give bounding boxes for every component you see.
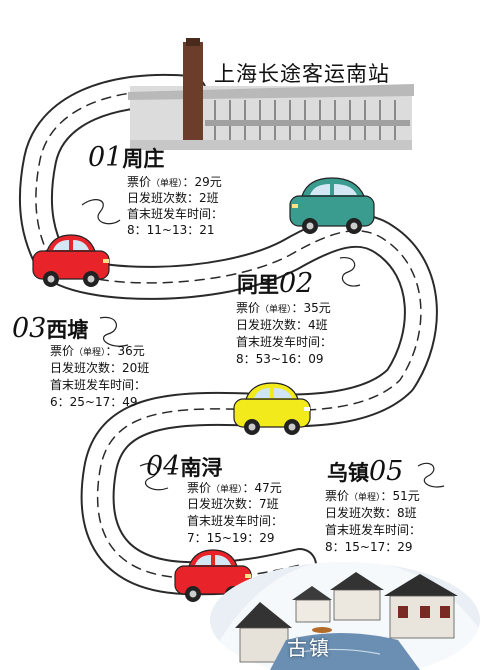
stop-3-time: 6：25~17：49 xyxy=(50,395,138,409)
squiggle-4 xyxy=(139,463,169,491)
stop-4-daily: 7班 xyxy=(259,497,279,511)
stop-5-heading: 乌镇05 xyxy=(327,456,403,487)
stop-3-daily: 20班 xyxy=(122,361,150,375)
stop-4-name: 南浔 xyxy=(180,456,223,480)
stop-1-daily-label: 日发班次数： xyxy=(127,191,200,205)
stop-4-fare-row: 票价（单程）：47元 xyxy=(187,481,282,498)
stop-1-fare-label: 票价 xyxy=(127,175,152,189)
page-title: 上海长途客运南站 xyxy=(214,62,390,86)
stop-2-number: 02 xyxy=(279,268,314,299)
stop-4-fare-note: （单程） xyxy=(211,485,243,495)
stop-5-number: 05 xyxy=(369,456,404,487)
stop-5-fare-row: 票价（单程）：51元 xyxy=(325,489,420,506)
stop-4-daily-label: 日发班次数： xyxy=(187,497,260,511)
stop-4-time-label: 首末班发车时间： xyxy=(187,514,284,528)
road-center-line xyxy=(35,90,422,580)
stop-5-name: 乌镇 xyxy=(327,461,369,485)
stop-1-time-label: 首末班发车时间： xyxy=(127,207,224,221)
stop-2-daily: 4班 xyxy=(308,318,328,332)
stop-2-daily-row: 日发班次数：4班 xyxy=(236,318,328,333)
stop-4-fare: ：47元 xyxy=(242,481,282,495)
stop-2-fare-row: 票价（单程）：35元 xyxy=(236,301,331,318)
stop-1-number: 01 xyxy=(88,142,123,173)
stop-3-name: 西塘 xyxy=(46,318,89,342)
stop-2-heading: 同里02 xyxy=(237,268,313,299)
water-town-picture xyxy=(210,560,480,670)
stop-3-daily-label: 日发班次数： xyxy=(50,361,123,375)
stop-2-time-label: 首末班发车时间： xyxy=(236,335,333,349)
stop-4-fare-label: 票价 xyxy=(187,481,212,495)
stop-5-fare-note: （单程） xyxy=(349,493,381,503)
stop-5-fare-label: 票价 xyxy=(325,489,350,503)
stop-5-daily-label: 日发班次数： xyxy=(325,506,398,520)
stop-2-time: 8：53~16：09 xyxy=(236,352,324,366)
stop-2-fare-note: （单程） xyxy=(260,305,292,315)
stop-3-fare-row: 票价（单程）：36元 xyxy=(50,344,145,361)
squiggle-3 xyxy=(99,316,129,347)
stop-3-number: 03 xyxy=(12,313,47,344)
stop-1-heading: 01周庄 xyxy=(88,142,164,173)
stop-5-daily: 8班 xyxy=(397,506,417,520)
stop-3-fare-label: 票价 xyxy=(50,344,75,358)
stop-1-daily: 2班 xyxy=(199,191,219,205)
stop-5-daily-row: 日发班次数：8班 xyxy=(325,506,417,521)
stop-5-fare: ：51元 xyxy=(380,489,420,503)
stop-2-name: 同里 xyxy=(237,273,279,297)
stop-4-heading: 04南浔 xyxy=(146,451,222,482)
stop-5-time: 8：15~17：29 xyxy=(325,540,413,554)
station-building xyxy=(128,38,414,150)
stop-1-fare-row: 票价（单程）：29元 xyxy=(127,175,222,192)
stop-3-time-label: 首末班发车时间： xyxy=(50,378,147,392)
stop-3-daily-row: 日发班次数：20班 xyxy=(50,361,149,376)
stop-4-daily-row: 日发班次数：7班 xyxy=(187,497,279,512)
stop-4-time: 7：15~19：29 xyxy=(187,531,275,545)
stop-1-fare-note: （单程） xyxy=(151,179,183,189)
stop-1-fare: ：29元 xyxy=(182,175,222,189)
teal-car-icon xyxy=(289,177,375,234)
stop-3-fare-note: （单程） xyxy=(74,348,106,358)
stop-3-heading: 03西塘 xyxy=(12,313,88,344)
red-car-bottom-icon xyxy=(174,549,252,602)
stop-1-name: 周庄 xyxy=(122,147,165,171)
stop-5-time-label: 首末班发车时间： xyxy=(325,523,422,537)
ancient-town-label: 古镇 xyxy=(287,636,331,660)
squiggle-5 xyxy=(417,462,445,488)
red-car-top-icon xyxy=(32,234,110,287)
yellow-car-icon xyxy=(233,382,311,435)
stop-2-fare: ：35元 xyxy=(291,301,331,315)
stop-3-fare: ：36元 xyxy=(105,344,145,358)
stop-1-daily-row: 日发班次数：2班 xyxy=(127,191,219,206)
squiggle-1 xyxy=(81,199,121,225)
stop-1-time: 8：11~13：21 xyxy=(127,223,215,237)
stop-2-daily-label: 日发班次数： xyxy=(236,318,309,332)
stop-2-fare-label: 票价 xyxy=(236,301,261,315)
stop-4-number: 04 xyxy=(146,451,181,482)
squiggle-2 xyxy=(339,256,361,287)
